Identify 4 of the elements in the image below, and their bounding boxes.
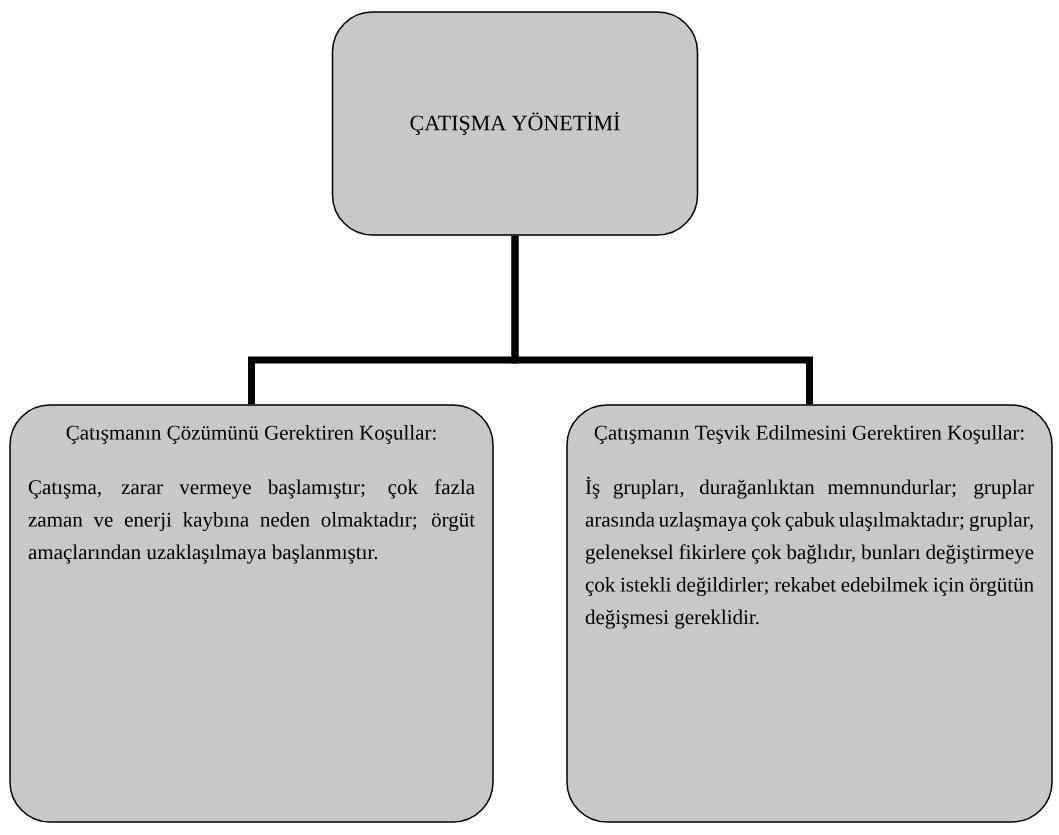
condition-box: Çatışmanın Çözümünü Gerektiren Koşullar: Çatışma, zarar vermeye başlamıştır; çok fazla zaman ve enerji kaybına neden olmaktadır; örgüt amaçlarından uzaklaşılmaya başlanmıştır.	[9, 404, 494, 823]
title-box: ÇATIŞMA YÖNETİMİ	[331, 11, 699, 236]
connector-line	[511, 235, 813, 405]
condition-box: Çatışmanın Teşvik Edilmesini Gerektiren Koşullar: İş grupları, durağanlıktan memnundurlar; gruplar arasında uzlaşmaya çok çabuk ulaşılmaktadır; gruplar, geleneksel fikirlere çok bağlıdır, bunları değiştirmeye çok istekli değildirler; rekabet edebilmek için örgütün değişmesi gereklidir.	[566, 404, 1053, 823]
